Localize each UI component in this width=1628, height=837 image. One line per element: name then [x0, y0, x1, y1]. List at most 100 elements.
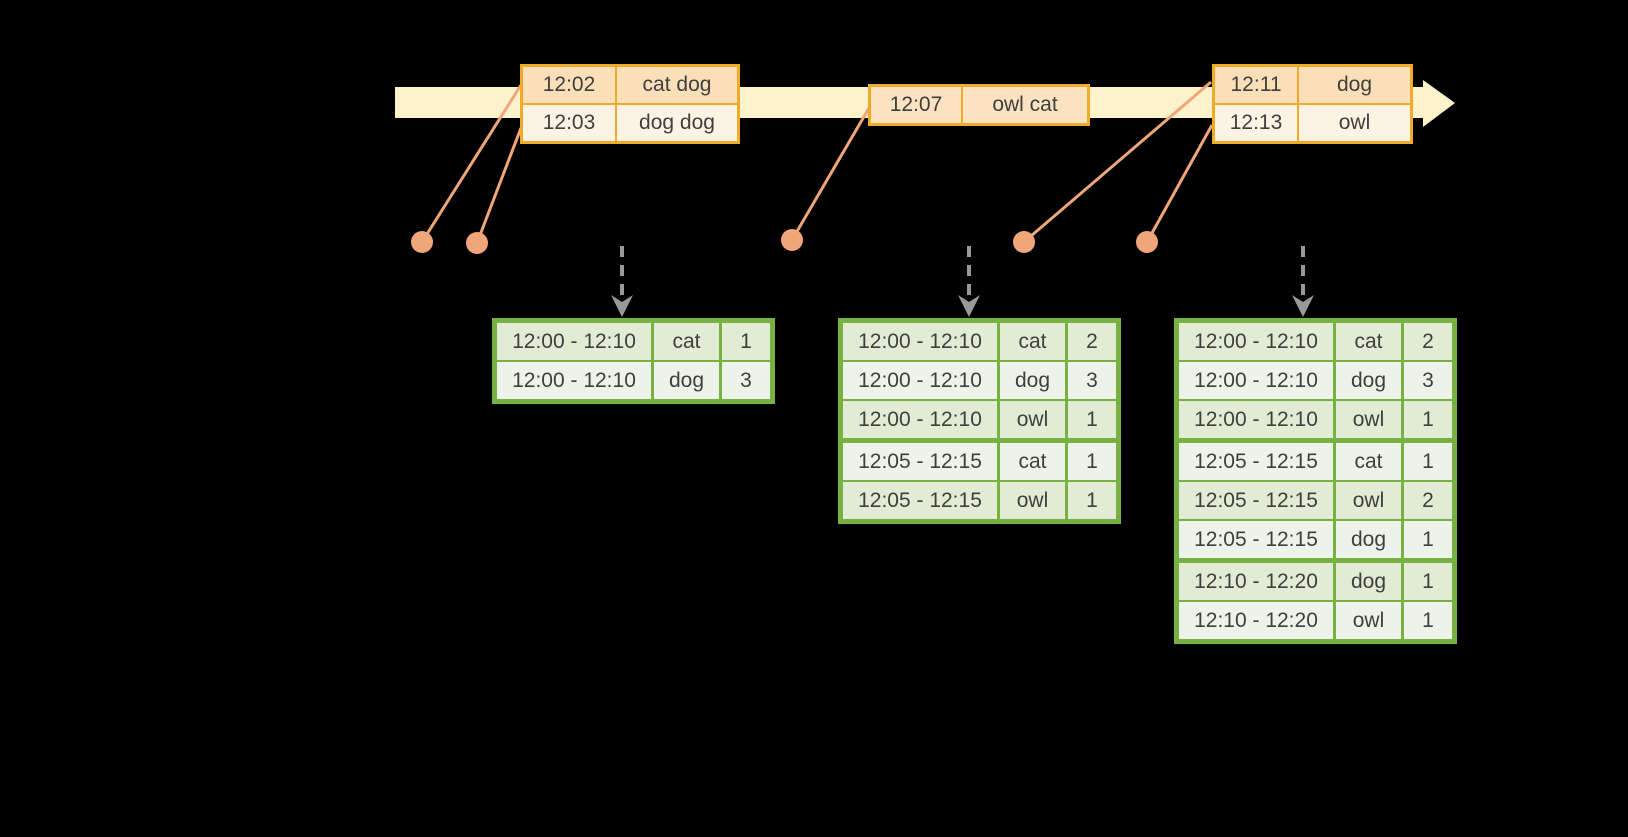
cell-window: 12:05 - 12:15: [839, 438, 1000, 482]
connector-lines: [420, 80, 1214, 244]
arrow-down-icon: [1292, 295, 1314, 317]
cell-count: 1: [1401, 519, 1456, 562]
record-dot: [466, 232, 488, 254]
cell-time: 12:02: [520, 64, 617, 105]
cell-words: dog: [1297, 64, 1413, 105]
arrow-down-icon: [958, 295, 980, 317]
record-dot: [1013, 231, 1035, 253]
cell-word: dog: [1333, 360, 1404, 401]
cell-word: cat: [1333, 319, 1404, 362]
connector-line: [790, 107, 871, 241]
timeline-arrowhead-icon: [1423, 80, 1455, 127]
connector-line: [475, 127, 523, 244]
cell-count: 1: [1401, 558, 1456, 602]
cell-window: 12:05 - 12:15: [1175, 519, 1336, 562]
cell-time: 12:07: [868, 84, 963, 126]
cell-window: 12:05 - 12:15: [1175, 438, 1336, 482]
record-dot: [411, 231, 433, 253]
trigger-arrow: [1292, 246, 1314, 317]
connector-line: [1023, 80, 1212, 244]
record-dot: [781, 229, 803, 251]
cell-count: 1: [1065, 399, 1120, 442]
record-dots: [411, 229, 1158, 254]
cell-words: owl cat: [961, 84, 1090, 126]
cell-word: owl: [997, 399, 1068, 442]
cell-word: dog: [1333, 558, 1404, 602]
cell-word: cat: [997, 319, 1068, 362]
cell-word: dog: [1333, 519, 1404, 562]
cell-word: owl: [1333, 399, 1404, 442]
cell-window: 12:05 - 12:15: [839, 480, 1000, 523]
cell-word: dog: [997, 360, 1068, 401]
cell-count: 1: [1401, 438, 1456, 482]
connector-line: [1145, 124, 1214, 243]
cell-word: dog: [651, 360, 722, 403]
cell-words: cat dog: [615, 64, 740, 105]
cell-count: 1: [1401, 600, 1456, 643]
arrow-down-icon: [611, 295, 633, 317]
connector-line: [420, 84, 523, 243]
cell-window: 12:00 - 12:10: [493, 360, 654, 403]
cell-count: 3: [719, 360, 774, 403]
cell-word: cat: [997, 438, 1068, 482]
cell-words: dog dog: [615, 103, 740, 144]
cell-count: 1: [1401, 399, 1456, 442]
cell-word: owl: [1333, 480, 1404, 521]
trigger-arrow: [611, 246, 633, 317]
cell-count: 2: [1065, 319, 1120, 362]
cell-word: owl: [1333, 600, 1404, 643]
cell-window: 12:05 - 12:15: [1175, 480, 1336, 521]
cell-window: 12:00 - 12:10: [493, 319, 654, 362]
cell-word: cat: [1333, 438, 1404, 482]
cell-words: owl: [1297, 103, 1413, 144]
cell-count: 2: [1401, 319, 1456, 362]
cell-time: 12:03: [520, 103, 617, 144]
trigger-arrows: [611, 246, 1314, 317]
cell-window: 12:10 - 12:20: [1175, 600, 1336, 643]
cell-count: 3: [1065, 360, 1120, 401]
cell-window: 12:00 - 12:10: [1175, 399, 1336, 442]
cell-word: owl: [997, 480, 1068, 523]
cell-word: cat: [651, 319, 722, 362]
cell-time: 12:11: [1212, 64, 1299, 105]
cell-count: 1: [1065, 480, 1120, 523]
cell-window: 12:00 - 12:10: [839, 319, 1000, 362]
cell-count: 1: [1065, 438, 1120, 482]
cell-count: 3: [1401, 360, 1456, 401]
cell-count: 1: [719, 319, 774, 362]
cell-window: 12:00 - 12:10: [1175, 360, 1336, 401]
cell-window: 12:10 - 12:20: [1175, 558, 1336, 602]
cell-time: 12:13: [1212, 103, 1299, 144]
cell-window: 12:00 - 12:10: [839, 360, 1000, 401]
cell-window: 12:00 - 12:10: [1175, 319, 1336, 362]
cell-window: 12:00 - 12:10: [839, 399, 1000, 442]
trigger-arrow: [958, 246, 980, 317]
